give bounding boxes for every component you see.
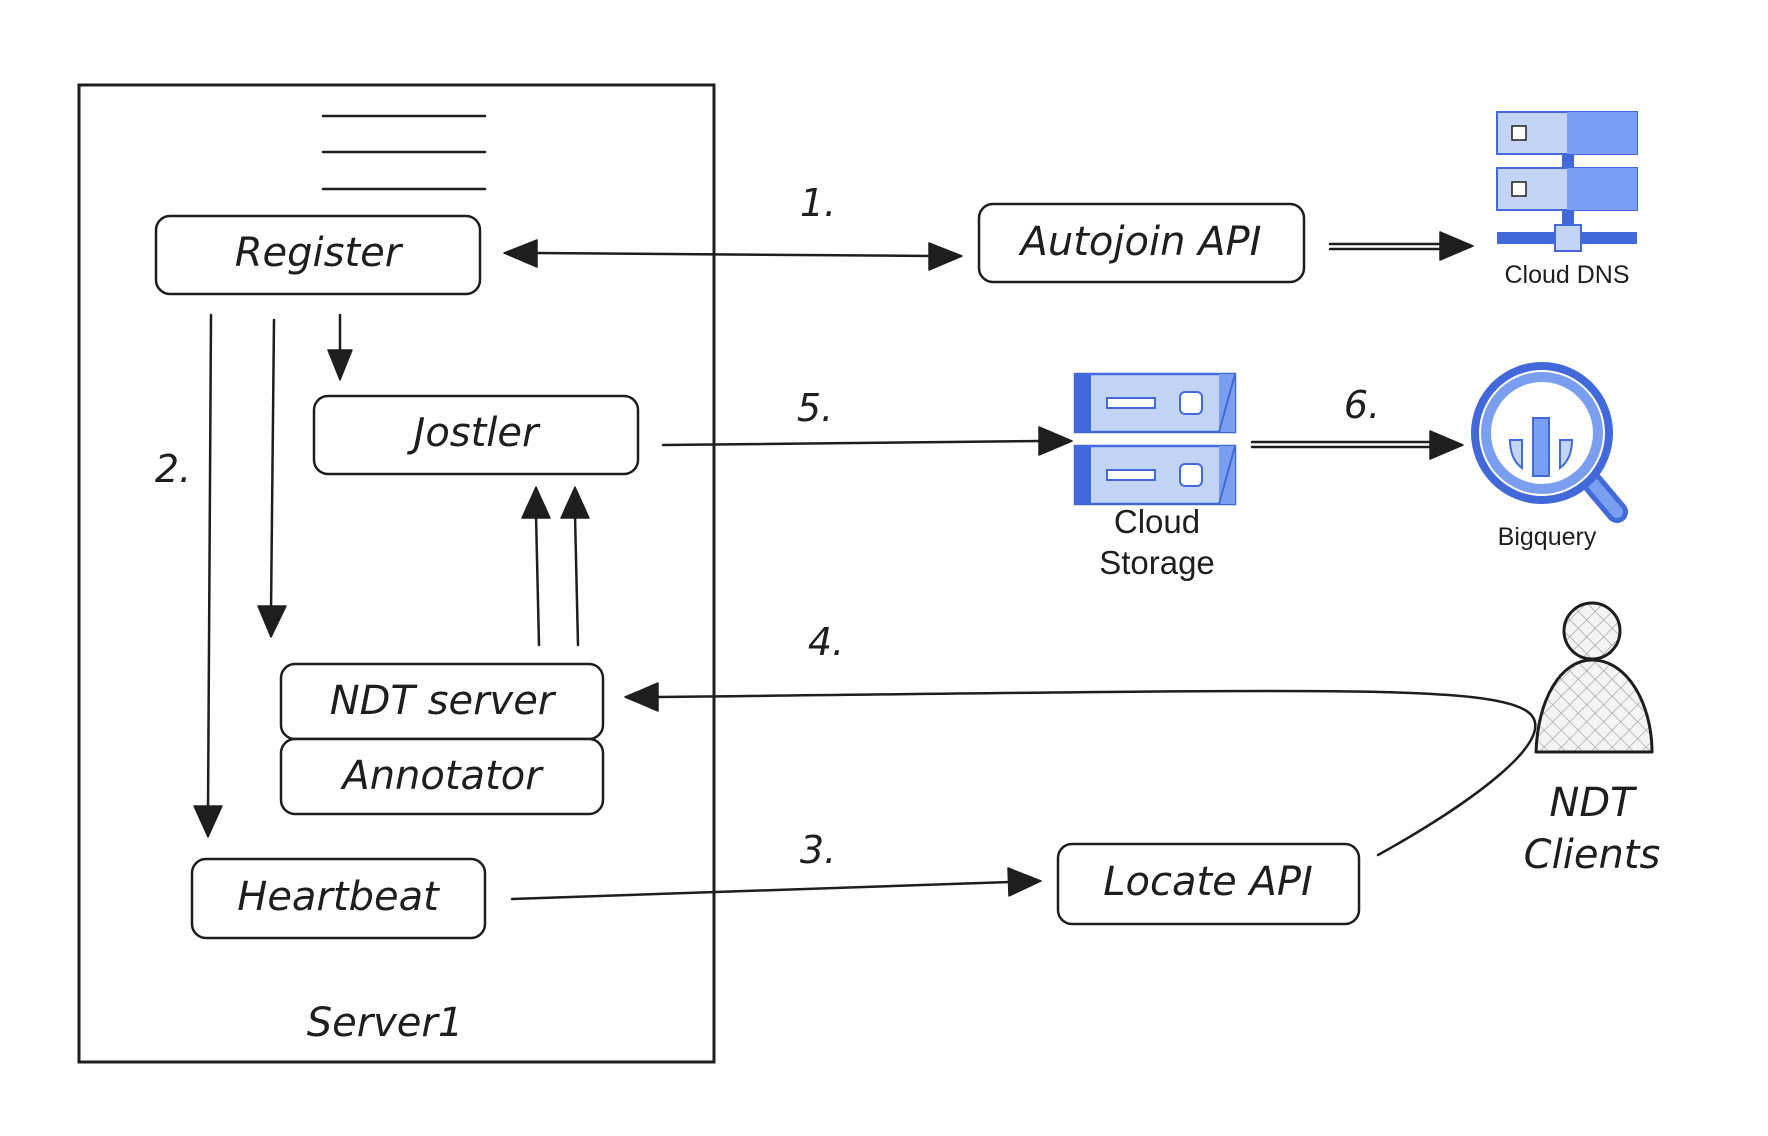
- autojoin-api-box[interactable]: Autojoin API: [977, 202, 1306, 284]
- arrow-clients-to-ndt-server: [624, 682, 1537, 857]
- register-label: Register: [235, 230, 404, 276]
- arrow-register-to-jostler: [327, 313, 353, 381]
- cloud-storage-label-1: Cloud: [1114, 503, 1200, 540]
- annotator-label: Annotator: [339, 753, 544, 799]
- cloud-storage-label-2: Storage: [1099, 544, 1215, 581]
- ndt-server-box[interactable]: NDT server: [279, 662, 605, 741]
- arrow-ndt-to-jostler-b: [560, 486, 590, 647]
- ndt-clients-label-1: NDT: [1549, 780, 1638, 826]
- arrow-register-autojoin: [503, 239, 963, 271]
- cloud-dns-label: Cloud DNS: [1504, 261, 1629, 289]
- arrow-register-to-heartbeat: [193, 313, 223, 838]
- jostler-box[interactable]: Jostler: [312, 394, 640, 476]
- step-1-label: 1.: [800, 181, 836, 225]
- cloud-storage-icon: [1073, 372, 1237, 506]
- cloud-dns-icon: [1496, 111, 1638, 252]
- step-4-label: 4.: [808, 620, 844, 664]
- annotator-box[interactable]: Annotator: [279, 737, 605, 816]
- person-icon: [1534, 601, 1654, 754]
- heartbeat-label: Heartbeat: [237, 874, 440, 920]
- arrow-jostler-to-storage: [661, 426, 1073, 456]
- jostler-label: Jostler: [407, 410, 542, 456]
- server-menu-lines: [321, 114, 487, 191]
- arrow-ndt-to-jostler-a: [521, 486, 551, 647]
- locate-api-box[interactable]: Locate API: [1056, 842, 1361, 926]
- bigquery-icon: [1471, 362, 1628, 523]
- server-title: Server1: [307, 1000, 464, 1046]
- autojoin-api-label: Autojoin API: [1018, 219, 1262, 265]
- server-container: [77, 83, 716, 1064]
- register-box[interactable]: Register: [154, 214, 482, 296]
- arrow-autojoin-to-dns: [1328, 231, 1474, 261]
- step-6-label: 6.: [1344, 383, 1380, 427]
- arrow-register-to-ndt-server: [257, 318, 287, 638]
- arrow-storage-to-bigquery: [1250, 430, 1464, 460]
- ndt-clients-label-2: Clients: [1524, 832, 1661, 878]
- arrow-heartbeat-to-locate: [510, 867, 1042, 901]
- step-5-label: 5.: [797, 386, 833, 430]
- step-2-label: 2.: [155, 447, 191, 491]
- bigquery-label: Bigquery: [1498, 523, 1597, 551]
- ndt-server-label: NDT server: [330, 678, 557, 724]
- heartbeat-box[interactable]: Heartbeat: [190, 857, 487, 940]
- step-3-label: 3.: [800, 828, 836, 872]
- locate-api-label: Locate API: [1103, 859, 1313, 905]
